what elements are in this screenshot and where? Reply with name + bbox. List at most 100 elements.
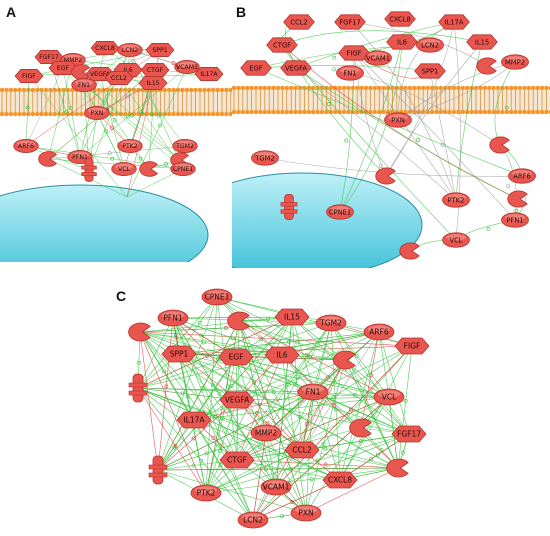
- interaction-edge: [252, 479, 341, 521]
- node-label: IL17A: [445, 18, 464, 26]
- node-label: CXCL8: [95, 45, 115, 52]
- node-lcn2: LCN2: [117, 43, 143, 57]
- interaction-edge: [205, 467, 399, 494]
- node-prkaa2: [38, 151, 57, 167]
- node-pfn1: PFN1: [501, 212, 529, 228]
- panel-letter-b: B: [236, 4, 247, 20]
- node-label: CCL2: [111, 75, 127, 82]
- interaction-edge: [252, 396, 390, 521]
- nucleus: [232, 172, 423, 268]
- interaction-edge: [397, 21, 455, 121]
- node-label: VCL: [118, 166, 130, 173]
- node-cav1: [148, 455, 168, 485]
- node-il6: IL6: [386, 34, 418, 50]
- interaction-edge: [193, 359, 346, 421]
- node-label: IL6: [397, 38, 407, 46]
- node-vcam1: VCAM1: [174, 60, 200, 74]
- node-pfn1: PFN1: [157, 309, 189, 327]
- node-ccl2: CCL2: [104, 71, 134, 85]
- interaction-edge: [137, 387, 238, 401]
- interaction-edge: [339, 41, 403, 213]
- interaction-edge: [236, 391, 314, 461]
- interaction-edge: [178, 296, 218, 355]
- node-label: EGF: [249, 64, 262, 72]
- node-prkaa1: [489, 136, 510, 154]
- interaction-edge: [360, 331, 380, 429]
- interaction-edge: [339, 433, 410, 481]
- interaction-edge: [339, 345, 413, 481]
- interaction-edge: [178, 353, 254, 521]
- interaction-edge: [378, 331, 390, 398]
- node-ctgf: CTGF: [219, 451, 255, 469]
- interaction-edge: [353, 52, 516, 221]
- interaction-edge: [312, 345, 413, 393]
- interaction-edge: [172, 317, 283, 356]
- nucleus: [0, 184, 209, 262]
- interaction-edge: [157, 316, 293, 471]
- node-label: TGM2: [254, 154, 274, 162]
- node-label: VEGFA: [285, 64, 307, 72]
- node-label: LCN2: [421, 41, 439, 49]
- interaction-edge: [178, 353, 390, 398]
- interaction-edge: [28, 75, 128, 198]
- interaction-edge: [236, 459, 399, 469]
- interaction-edge: [295, 21, 455, 69]
- interaction-edge: [238, 320, 307, 514]
- interaction-edge: [96, 112, 125, 170]
- node-tgm2: TGM2: [315, 314, 347, 332]
- node-label: CCL2: [292, 446, 312, 455]
- node-label: IL6: [123, 67, 132, 74]
- node-arf6: ARF6: [13, 139, 39, 153]
- node-label: IL17A: [200, 71, 218, 78]
- interaction-edge: [178, 353, 410, 435]
- interaction-edge: [205, 399, 238, 494]
- node-label: VCAM1: [176, 64, 198, 71]
- node-label: EGF: [57, 65, 70, 72]
- interaction-edge: [205, 433, 410, 494]
- interaction-edge: [47, 59, 74, 160]
- node-vcl: VCL: [442, 232, 470, 248]
- node-arf6: ARF6: [508, 168, 536, 184]
- node-pxn: PXN: [84, 106, 110, 120]
- node-label: VCL: [382, 393, 397, 402]
- node-label: FN1: [343, 69, 356, 77]
- interaction-edge: [172, 317, 238, 461]
- node-ptk2: PTK2: [442, 192, 470, 208]
- node-label: CPNE1: [205, 293, 230, 302]
- node-label: CPNE1: [329, 208, 351, 216]
- node-prkaca: [507, 190, 528, 208]
- node-label: MMP2: [255, 429, 277, 438]
- node-lcn2: LCN2: [237, 511, 269, 529]
- node-label: FN1: [306, 388, 321, 397]
- panel-letter-c: C: [116, 288, 127, 304]
- interaction-edge: [25, 67, 64, 147]
- node-timp1: [476, 57, 497, 75]
- interaction-edge: [235, 356, 303, 451]
- node-label: PFN1: [163, 314, 182, 323]
- interaction-edge: [139, 331, 283, 356]
- interaction-edge: [236, 399, 410, 435]
- node-fgf17: FGF17: [391, 425, 427, 443]
- node-label: FGF17: [39, 54, 59, 61]
- interaction-edge: [295, 67, 519, 200]
- interaction-edge: [281, 354, 307, 514]
- interaction-edge: [305, 359, 346, 514]
- node-rela: [81, 158, 97, 182]
- node-figf: FIGF: [394, 337, 430, 355]
- node-label: PXN: [91, 110, 104, 117]
- node-label: FIGF: [347, 49, 362, 57]
- node-mmp2: MMP2: [250, 424, 282, 442]
- node-label: VEGFA: [225, 396, 250, 405]
- interaction-edge: [238, 320, 346, 361]
- node-lcn2: LCN2: [416, 37, 444, 53]
- node-label: PXN: [391, 116, 405, 124]
- interaction-edge: [83, 84, 184, 170]
- node-cpne1: CPNE1: [326, 204, 354, 220]
- node-fn1: FN1: [71, 78, 97, 92]
- interaction-edge: [385, 41, 483, 177]
- interaction-edge: [385, 21, 455, 177]
- node-vcam1: VCAM1: [260, 478, 292, 496]
- interaction-edge: [178, 353, 341, 481]
